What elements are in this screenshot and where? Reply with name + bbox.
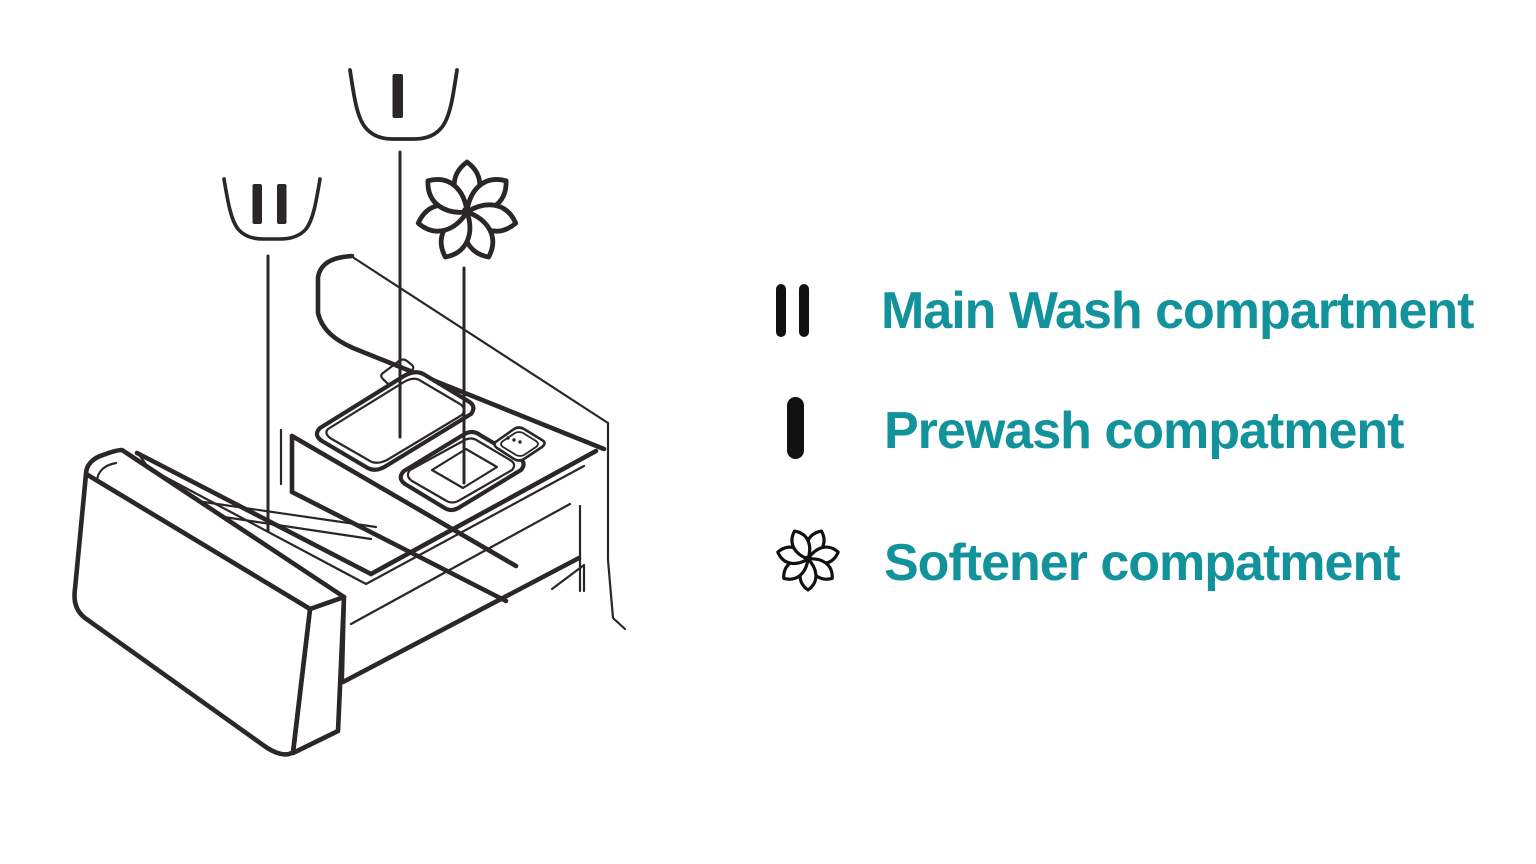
softener-tub-inner: [406, 437, 516, 504]
drawer-rim-inner: [148, 464, 586, 586]
two-bars-icon: [776, 284, 809, 337]
legend-label-prewash: Prewash compatment: [884, 402, 1404, 460]
drawer-wall-line: [349, 502, 572, 626]
siphon-cap-inner: [500, 431, 539, 457]
detergent-drawer-diagram: [72, 68, 627, 757]
panel-lip-line: [95, 461, 118, 484]
insert-front-top-edge: [289, 433, 519, 569]
siphon-dots: [506, 436, 522, 444]
prewash-tub-inner: [325, 377, 466, 464]
flower-icon: [776, 529, 840, 592]
housing-band: [315, 253, 607, 452]
two-bars-cup-symbol: [222, 177, 322, 241]
housing-right-edge: [606, 421, 627, 631]
insert-front-bottom-edge: [289, 489, 509, 604]
housing-top-edge: [352, 256, 610, 425]
seven-petal-flower-symbol: [415, 159, 519, 260]
panel-front-face: [72, 471, 313, 757]
softener-tub-floor: [430, 447, 499, 490]
prewash-tub-outline: [314, 370, 476, 472]
drawer-rim-front: [134, 450, 374, 577]
legend-label-main-wash: Main Wash compartment: [881, 282, 1474, 340]
panel-top-face: [83, 447, 347, 612]
drawer-front-panel: [72, 447, 347, 757]
one-bar-cup-symbol: [348, 68, 459, 141]
one-bar-icon: [787, 397, 804, 459]
drawer-bottom-edge: [340, 555, 582, 685]
legend-label-softener: Softener compatment: [884, 534, 1401, 592]
siphon-cap-outline: [493, 426, 546, 462]
housing-bracket: [550, 563, 586, 593]
softener-tub-outline: [398, 429, 526, 513]
